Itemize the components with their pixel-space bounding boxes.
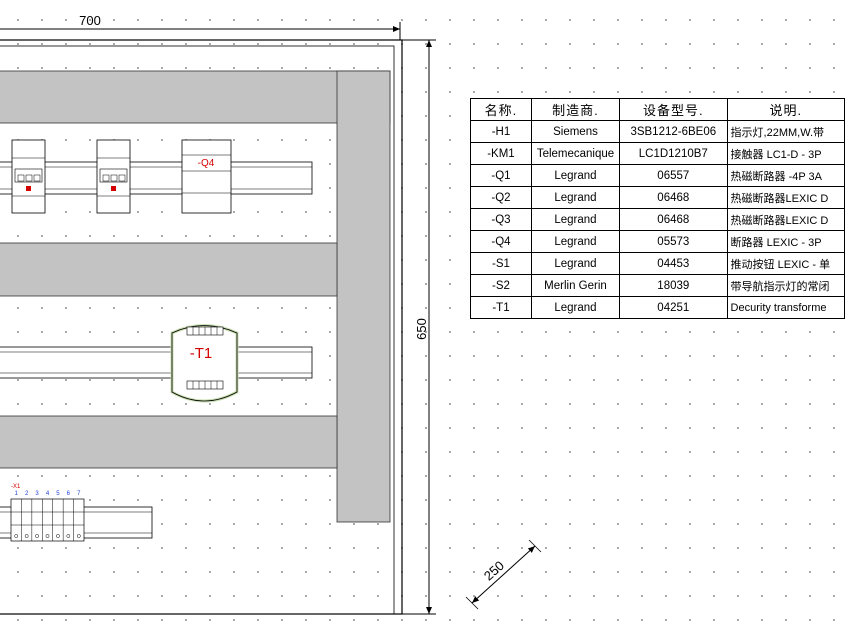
circuit-breaker-2[interactable] bbox=[96, 139, 131, 214]
cell-description: 带导航指示灯的常闭 bbox=[726, 274, 845, 297]
header-model: 设备型号. bbox=[619, 98, 728, 121]
terminal-screw-3 bbox=[35, 534, 39, 538]
cell-model: 05573 bbox=[619, 230, 728, 253]
cell-manufacturer: Legrand bbox=[530, 296, 621, 319]
terminal-screw-5 bbox=[56, 534, 60, 538]
cell-manufacturer: Siemens bbox=[530, 120, 621, 143]
cell-manufacturer: Legrand bbox=[530, 186, 621, 209]
cell-manufacturer: Legrand bbox=[530, 208, 621, 231]
cell-model: LC1D1210B7 bbox=[619, 142, 728, 165]
cell-description: 热磁断路器LEXIC D bbox=[726, 208, 845, 231]
table-row[interactable]: -Q1 Legrand 06557 热磁断路器 -4P 3A bbox=[470, 164, 845, 187]
depth-dimension-label: 250 bbox=[481, 558, 507, 584]
cell-name: -S2 bbox=[470, 274, 532, 297]
cell-manufacturer: Legrand bbox=[530, 252, 621, 275]
terminal-screw-1 bbox=[14, 534, 19, 538]
wire-duct-lower[interactable] bbox=[0, 415, 338, 469]
x1-label: -X1 bbox=[11, 484, 21, 490]
terminal-number-7: 7 bbox=[77, 491, 81, 497]
height-dimension-label: 650 bbox=[414, 318, 429, 340]
cell-name: -S1 bbox=[470, 252, 532, 275]
cell-model: 06468 bbox=[619, 208, 728, 231]
height-dimension: 650 bbox=[402, 39, 436, 615]
cell-description: 热磁断路器LEXIC D bbox=[726, 186, 845, 209]
width-dimension-label: 700 bbox=[79, 13, 101, 28]
header-description: 说明. bbox=[726, 98, 845, 121]
cell-manufacturer: Legrand bbox=[530, 230, 621, 253]
bill-of-materials-table[interactable]: 名称. 制造商. 设备型号. 说明. -H1 Siemens 3SB1212-6… bbox=[470, 98, 845, 319]
terminal-screw-6 bbox=[66, 534, 71, 538]
cell-model: 06468 bbox=[619, 186, 728, 209]
table-row[interactable]: -S1 Legrand 04453 推动按钮 LEXIC - 单 bbox=[470, 252, 845, 275]
header-manufacturer: 制造商. bbox=[530, 98, 621, 121]
cell-name: -Q3 bbox=[470, 208, 532, 231]
transformer-t1[interactable]: -T1 bbox=[170, 324, 239, 403]
terminal-number-5: 5 bbox=[56, 491, 60, 497]
wire-duct-middle[interactable] bbox=[0, 242, 338, 297]
terminal-number-2: 2 bbox=[25, 491, 29, 497]
cell-description: Decurity transforme bbox=[726, 296, 845, 319]
cell-model: 06557 bbox=[619, 164, 728, 187]
terminal-number-4: 4 bbox=[46, 491, 50, 497]
cell-model: 04453 bbox=[619, 252, 728, 275]
q4-label: -Q4 bbox=[198, 158, 215, 169]
cell-name: -H1 bbox=[470, 120, 532, 143]
cell-description: 指示灯,22MM,W.带 bbox=[726, 120, 845, 143]
enclosure-inner-frame bbox=[0, 45, 395, 615]
table-row[interactable]: -Q4 Legrand 05573 断路器 LEXIC - 3P bbox=[470, 230, 845, 253]
cell-description: 断路器 LEXIC - 3P bbox=[726, 230, 845, 253]
cell-description: 接触器 LC1-D - 3P bbox=[726, 142, 845, 165]
wire-duct-vertical[interactable] bbox=[336, 70, 391, 523]
terminal-screw-4 bbox=[45, 534, 50, 538]
cell-manufacturer: Merlin Gerin bbox=[530, 274, 621, 297]
cell-name: -Q4 bbox=[470, 230, 532, 253]
terminal-number-1: 1 bbox=[15, 491, 19, 497]
cell-manufacturer: Telemecanique bbox=[530, 142, 621, 165]
circuit-breaker-1[interactable] bbox=[11, 139, 46, 214]
depth-dimension: 250 bbox=[465, 539, 542, 610]
width-dimension: 700 bbox=[0, 13, 401, 40]
table-row[interactable]: -S2 Merlin Gerin 18039 带导航指示灯的常闭 bbox=[470, 274, 845, 297]
cell-name: -KM1 bbox=[470, 142, 532, 165]
circuit-breaker-q4[interactable]: -Q4 bbox=[181, 139, 232, 214]
wire-duct-top[interactable] bbox=[0, 70, 391, 124]
header-name: 名称. bbox=[470, 98, 532, 121]
table-row[interactable]: -T1 Legrand 04251 Decurity transforme bbox=[470, 296, 845, 319]
table-row[interactable]: -Q2 Legrand 06468 热磁断路器LEXIC D bbox=[470, 186, 845, 209]
table-row[interactable]: -H1 Siemens 3SB1212-6BE06 指示灯,22MM,W.带 bbox=[470, 120, 845, 143]
cell-description: 推动按钮 LEXIC - 单 bbox=[726, 252, 845, 275]
cell-name: -Q2 bbox=[470, 186, 532, 209]
cell-name: -T1 bbox=[470, 296, 532, 319]
table-header-row: 名称. 制造商. 设备型号. 说明. bbox=[470, 98, 845, 121]
cell-description: 热磁断路器 -4P 3A bbox=[726, 164, 845, 187]
cell-model: 04251 bbox=[619, 296, 728, 319]
t1-label: -T1 bbox=[190, 345, 213, 362]
din-rail-2[interactable] bbox=[0, 346, 313, 379]
terminal-number-3: 3 bbox=[35, 491, 39, 497]
terminal-number-6: 6 bbox=[67, 491, 71, 497]
cell-model: 18039 bbox=[619, 274, 728, 297]
table-row[interactable]: -Q3 Legrand 06468 热磁断路器LEXIC D bbox=[470, 208, 845, 231]
cell-model: 3SB1212-6BE06 bbox=[619, 120, 728, 143]
table-row[interactable]: -KM1 Telemecanique LC1D1210B7 接触器 LC1-D … bbox=[470, 142, 845, 165]
terminal-screw-2 bbox=[24, 534, 29, 538]
cell-manufacturer: Legrand bbox=[530, 164, 621, 187]
din-rail-1[interactable] bbox=[0, 161, 313, 195]
terminal-screw-7 bbox=[76, 534, 81, 538]
cell-name: -Q1 bbox=[470, 164, 532, 187]
